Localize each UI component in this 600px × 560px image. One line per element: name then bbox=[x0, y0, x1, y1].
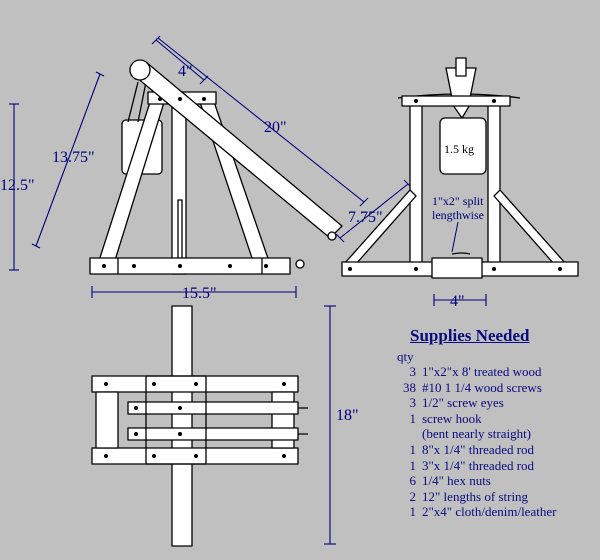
supply-qty: 2 bbox=[409, 488, 417, 504]
supply-qty: 3 bbox=[409, 364, 417, 379]
qty-header: qty bbox=[397, 349, 414, 364]
arm-hook bbox=[327, 231, 337, 241]
top-center-rail bbox=[171, 305, 193, 547]
split-note-line2: lengthwise bbox=[432, 208, 484, 222]
split-arrow-head bbox=[451, 252, 471, 255]
dim-label-20: 20" bbox=[264, 119, 287, 136]
arm-pivot-end bbox=[129, 59, 151, 81]
dim-label-4-top: 4" bbox=[178, 63, 193, 80]
front-view bbox=[341, 57, 579, 279]
dim-label-12-5: 12.5" bbox=[0, 177, 35, 194]
right-upright bbox=[487, 103, 501, 275]
base-rail bbox=[89, 257, 291, 275]
supply-item: 1 8"x 1/4" threaded rod bbox=[396, 442, 596, 458]
supply-qty: 1 bbox=[409, 410, 417, 426]
center-post bbox=[171, 95, 187, 275]
top-hooks bbox=[298, 407, 308, 435]
weight-label: 1.5 kg bbox=[444, 142, 474, 156]
supply-desc: 12" lengths of string bbox=[422, 488, 529, 504]
side-screws bbox=[102, 97, 268, 268]
top-view bbox=[91, 305, 308, 547]
supply-item: 38 #10 1 1/4 wood screws bbox=[396, 380, 596, 396]
side-dimensions bbox=[9, 35, 413, 298]
dim-label-18: 18" bbox=[336, 407, 359, 424]
supplies-list: Supplies Needed qty 3 1"x2"x 8' treated w… bbox=[396, 326, 596, 520]
right-brace bbox=[493, 189, 567, 265]
supply-qty: 3 bbox=[409, 395, 417, 411]
supply-item: 6 1/4" hex nuts bbox=[396, 473, 596, 489]
dim-label-13-75: 13.75" bbox=[52, 149, 95, 166]
counterweight-hanger bbox=[127, 81, 147, 123]
supply-item: 1 3"x 1/4" threaded rod bbox=[396, 458, 596, 474]
supply-item: 3 1/2" screw eyes bbox=[396, 395, 596, 411]
dim-line-4-top bbox=[155, 39, 205, 81]
split-note-line1: 1"x2" split bbox=[432, 194, 484, 208]
supply-item: 1 screw hook (bent nearly straight) bbox=[396, 411, 596, 442]
center-split-block bbox=[431, 257, 483, 279]
supplies-title: Supplies Needed bbox=[410, 326, 530, 345]
counterweight-bucket bbox=[439, 117, 487, 175]
supply-desc: 2"x4" cloth/denim/leather bbox=[422, 504, 557, 520]
supply-desc: 1/2" screw eyes bbox=[422, 395, 504, 411]
supply-qty: 38 bbox=[403, 379, 416, 395]
top-left-block bbox=[95, 391, 119, 449]
top-dimension bbox=[324, 305, 336, 545]
supply-items: 3 1"x2"x 8' treated wood 38 #10 1 1/4 wood … bbox=[396, 364, 596, 520]
top-screws bbox=[104, 382, 286, 458]
supply-desc: #10 1 1/4 wood screws bbox=[422, 379, 542, 395]
dim-line-7-75 bbox=[339, 183, 409, 239]
front-screws bbox=[348, 99, 562, 271]
top-hub bbox=[145, 375, 207, 465]
supply-desc: 1/4" hex nuts bbox=[422, 473, 491, 489]
dim-label-7-75: 7.75" bbox=[348, 209, 383, 226]
top-arm-rail-1 bbox=[127, 401, 299, 415]
supply-item: 3 1"x2"x 8' treated wood bbox=[396, 364, 596, 380]
supply-qty: 6 bbox=[409, 473, 417, 489]
supply-desc: 3"x 1/4" threaded rod bbox=[422, 457, 535, 473]
supply-qty: 1 bbox=[409, 504, 417, 520]
left-upright bbox=[409, 103, 423, 275]
front-dimension bbox=[433, 294, 487, 306]
left-brace bbox=[343, 189, 417, 265]
pivot-bolt bbox=[455, 57, 467, 77]
supply-desc: 8"x 1/4" threaded rod bbox=[422, 441, 535, 457]
dim-label-15-5: 15.5" bbox=[182, 285, 217, 302]
dim-line-20 bbox=[157, 37, 365, 203]
split-note-arrow bbox=[451, 221, 459, 253]
supply-desc: screw hook (bent nearly straight) bbox=[422, 410, 532, 442]
top-arm-rail-2 bbox=[127, 427, 299, 441]
dim-line-13-75 bbox=[35, 73, 101, 247]
front-top-bar bbox=[401, 95, 511, 107]
side-view bbox=[89, 59, 343, 275]
supply-item: 1 2"x4" cloth/denim/leather bbox=[396, 504, 596, 520]
supply-qty: 1 bbox=[409, 441, 417, 457]
dim-label-4-bottom: 4" bbox=[450, 293, 465, 310]
supply-desc: 1"x2"x 8' treated wood bbox=[422, 364, 542, 379]
supply-qty: 1 bbox=[409, 457, 417, 473]
base-screw-eye bbox=[295, 259, 305, 269]
supply-item: 2 12" lengths of string bbox=[396, 489, 596, 505]
